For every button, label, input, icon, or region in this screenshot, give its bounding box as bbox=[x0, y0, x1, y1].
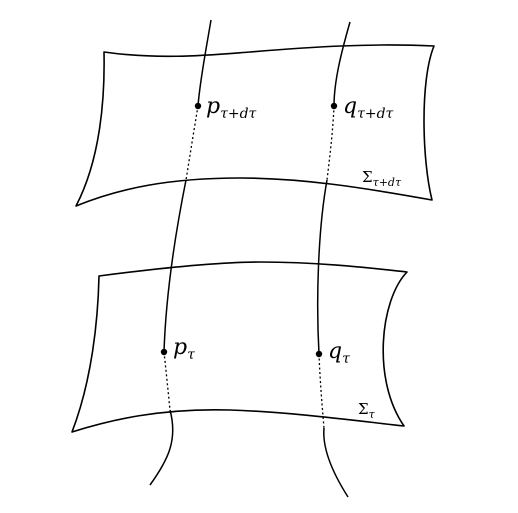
worldline-q-bottom bbox=[323, 427, 349, 498]
event-p-lower bbox=[160, 348, 168, 356]
label-q-lower: qτ bbox=[328, 339, 350, 367]
event-q-upper bbox=[330, 102, 338, 110]
label-q-upper: qτ+dτ bbox=[343, 94, 394, 122]
worldline-p-hidden-upper bbox=[185, 105, 199, 181]
worldline-p-top bbox=[197, 19, 212, 107]
event-p-upper bbox=[194, 102, 202, 110]
worldline-q-hidden-upper bbox=[326, 105, 335, 181]
lower-surface bbox=[71, 261, 408, 433]
worldline-q-top bbox=[333, 21, 351, 107]
label-sigma-lower: Στ bbox=[358, 400, 376, 421]
worldline-p-middle bbox=[163, 179, 187, 353]
worldline-p-hidden-lower bbox=[163, 351, 171, 411]
label-sigma-upper: Στ+dτ bbox=[362, 168, 402, 189]
label-p-upper: pτ+dτ bbox=[206, 94, 257, 122]
worldline-p-bottom bbox=[149, 409, 174, 486]
label-p-lower: pτ bbox=[173, 335, 195, 363]
worldline-q-middle bbox=[316, 179, 328, 355]
upper-surface bbox=[75, 44, 435, 207]
event-q-lower bbox=[315, 350, 323, 358]
